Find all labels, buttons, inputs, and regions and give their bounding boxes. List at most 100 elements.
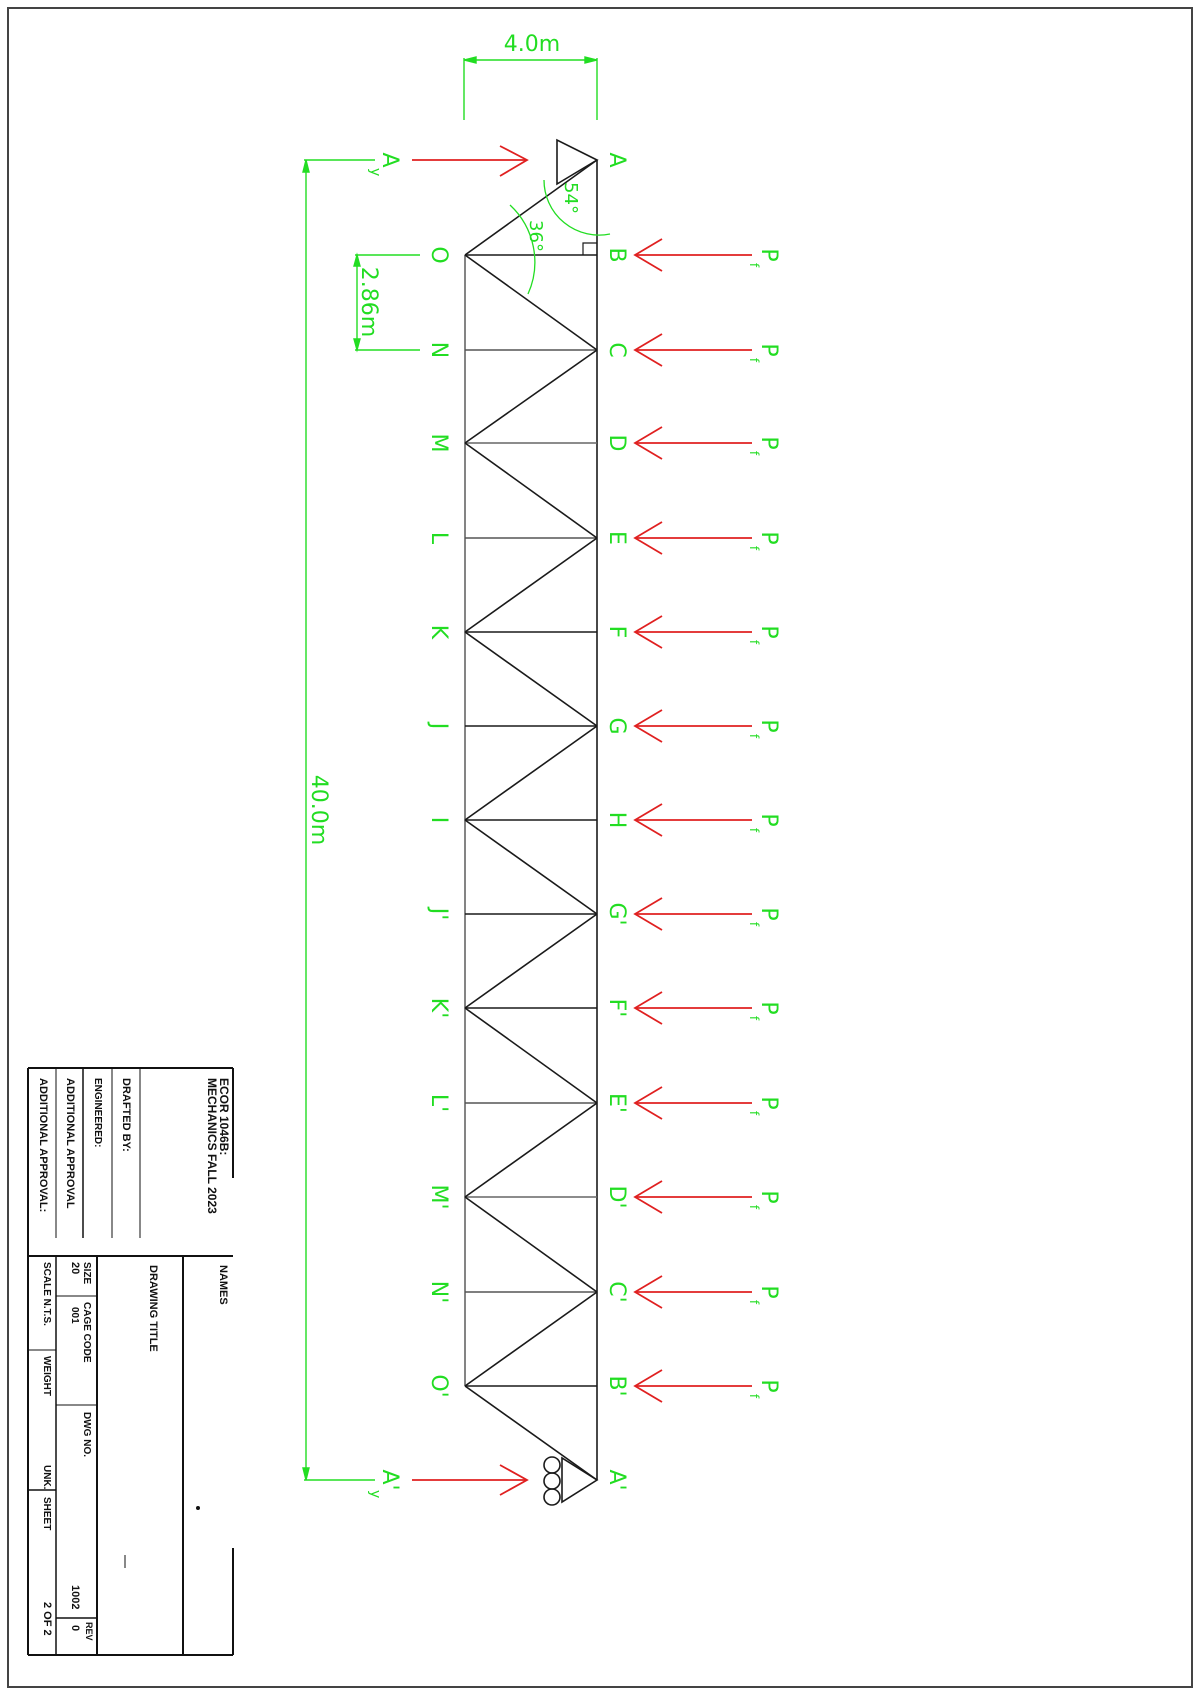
panel-dimension-label: 2.86m — [356, 267, 381, 337]
svg-text:P: P — [756, 1379, 781, 1392]
svg-text:f: f — [747, 1111, 761, 1116]
load-label: Pf — [747, 436, 781, 456]
diagonal-members — [464, 159, 598, 1481]
angle-arcs — [509, 179, 611, 295]
joint-label: K — [426, 625, 451, 640]
load-label: Pf — [747, 907, 781, 927]
joint-label: F' — [604, 999, 629, 1018]
sheet-label: SHEET — [41, 1497, 52, 1530]
joint-label: J' — [426, 906, 451, 921]
title-block — [27, 1067, 234, 1656]
load-arrow-icon — [633, 991, 752, 1025]
truss — [464, 159, 598, 1481]
bottom-joint-labels: O N M L K J I J' K' L' M' N' O' — [426, 246, 451, 1397]
joint-label: M' — [426, 1184, 451, 1209]
names-label: NAMES — [217, 1265, 229, 1305]
svg-text:f: f — [747, 1205, 761, 1210]
joint-label: C — [604, 342, 629, 357]
joint-label: I — [426, 817, 451, 824]
weight-value: UNK. — [41, 1465, 52, 1490]
svg-text:f: f — [747, 1394, 761, 1399]
joint-label: K' — [426, 998, 451, 1018]
load-label: Pf — [747, 1096, 781, 1116]
joint-label: D' — [604, 1186, 629, 1209]
load-arrow-icon — [633, 897, 752, 931]
joint-label: B' — [604, 1375, 629, 1396]
load-label: Pf — [747, 1285, 781, 1305]
joint-label: O' — [426, 1374, 451, 1397]
scale-label: SCALE N.T.S. — [41, 1262, 52, 1326]
load-label: Pf — [747, 343, 781, 363]
sheet-value: 2 OF 2 — [41, 1602, 53, 1636]
load-arrow-icon — [633, 709, 752, 743]
joint-label: A' — [604, 1469, 629, 1490]
svg-text:P: P — [756, 625, 781, 638]
svg-text:f: f — [747, 358, 761, 363]
load-arrow-icon — [633, 1369, 752, 1403]
svg-text:P: P — [756, 248, 781, 261]
svg-text:A': A' — [377, 1469, 402, 1490]
load-arrow-icon — [633, 1086, 752, 1120]
joint-label: E' — [604, 1093, 629, 1113]
vertical-members — [465, 254, 597, 1387]
joint-label: G — [604, 717, 629, 734]
svg-text:f: f — [747, 734, 761, 739]
joint-label: H — [604, 812, 629, 829]
course-title: MECHANICS FALL 2023 — [205, 1078, 219, 1214]
rev-label: REV — [84, 1622, 94, 1641]
load-arrow-icon — [633, 521, 752, 555]
joint-label: C' — [604, 1281, 629, 1302]
additional-approval-2: ADDITIONAL APPROVAL: — [37, 1078, 49, 1212]
reaction-label-Ay: A y — [367, 152, 402, 176]
joint-label: A — [604, 152, 629, 167]
title-block-text: ECOR 1046B: MECHANICS FALL 2023 DRAFTED … — [37, 1078, 231, 1641]
joint-label: L — [426, 532, 451, 545]
svg-text:A: A — [377, 152, 402, 167]
svg-text:f: f — [747, 546, 761, 551]
load-arrow-icon — [633, 426, 752, 460]
joint-label: G' — [604, 902, 629, 925]
span-dimension-label: 40.0m — [306, 775, 331, 845]
load-label: Pf — [747, 1379, 781, 1399]
svg-text:P: P — [756, 1285, 781, 1298]
svg-text:f: f — [747, 828, 761, 833]
joint-label: F — [604, 626, 629, 639]
engineered-label: ENGINEERED: — [92, 1078, 103, 1147]
load-arrow-icon — [633, 1180, 752, 1214]
load-label: Pf — [747, 1190, 781, 1210]
reaction-arrow-right — [412, 1464, 529, 1496]
right-angle-marker — [582, 242, 597, 255]
load-label: Pf — [747, 813, 781, 833]
sheet-border — [7, 7, 1193, 1688]
drafted-by-label: DRAFTED BY: — [120, 1078, 132, 1152]
load-arrow-icon — [633, 238, 752, 272]
joint-label: E — [604, 531, 629, 545]
size-label: SIZE — [81, 1262, 92, 1285]
dwg-no-label: DWG NO. — [81, 1412, 92, 1457]
rev-value: 0 — [69, 1625, 81, 1631]
top-joint-labels: A B C D E F G H G' F' E' D' C' B' A' — [604, 152, 629, 1490]
svg-text:P: P — [756, 343, 781, 356]
svg-text:y: y — [367, 1490, 383, 1498]
load-arrow-icon — [633, 1275, 752, 1309]
load-label: Pf — [747, 1001, 781, 1021]
load-arrows — [633, 238, 752, 1403]
joint-label: J — [426, 721, 451, 730]
svg-text:P: P — [756, 907, 781, 920]
joint-label: O — [426, 246, 451, 263]
svg-text:f: f — [747, 1016, 761, 1021]
svg-text:f: f — [747, 922, 761, 927]
load-label: Pf — [747, 719, 781, 739]
svg-text:P: P — [756, 436, 781, 449]
load-label: Pf — [747, 531, 781, 551]
joint-label: M — [426, 434, 451, 453]
size-value: 20 — [69, 1262, 81, 1274]
svg-text:P: P — [756, 813, 781, 826]
svg-text:P: P — [756, 531, 781, 544]
joint-label: D — [604, 435, 629, 452]
svg-text:f: f — [747, 263, 761, 268]
svg-text:P: P — [756, 1001, 781, 1014]
angle-36-label: 36° — [525, 220, 546, 252]
reaction-label-Ay-prime: A' y — [367, 1469, 402, 1498]
